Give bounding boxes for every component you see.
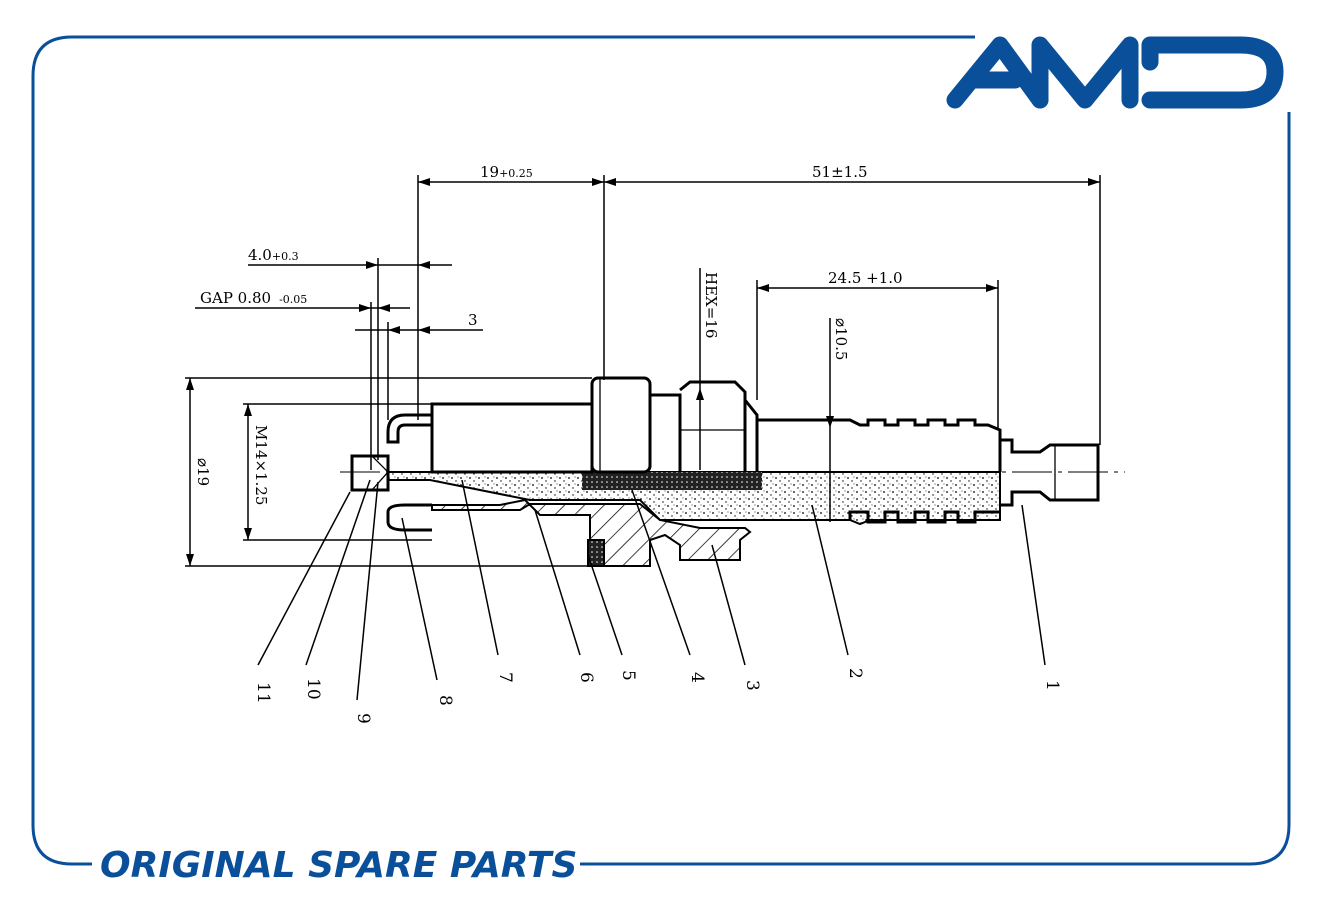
- dim-seat-diameter: ⌀19: [194, 458, 212, 486]
- dimension-arrows: [186, 178, 1100, 566]
- dim-three: 3: [468, 311, 478, 329]
- part-label-7: 7: [495, 672, 515, 683]
- dimension-lines: [185, 175, 1101, 567]
- seal: [582, 472, 762, 490]
- part-label-8: 8: [435, 695, 455, 706]
- part-labels: 1 2 3 4 5 6 7 8 9 10 11: [253, 668, 1062, 724]
- dim-gap: GAP 0.80-0.05: [200, 289, 307, 307]
- part-label-2: 2: [845, 668, 865, 679]
- frame-border: [31, 35, 1291, 866]
- part-label-3: 3: [742, 680, 762, 691]
- amd-logo: [946, 36, 1284, 109]
- part-label-11: 11: [253, 682, 273, 704]
- part-label-5: 5: [618, 670, 638, 681]
- part-label-4: 4: [687, 672, 707, 683]
- part-label-10: 10: [303, 678, 323, 700]
- dim-electrode-projection: 4.0+0.3: [248, 246, 299, 264]
- dim-insulator-length: 24.5 +1.0: [828, 269, 903, 287]
- dim-insulator-diameter: ⌀10.5: [832, 318, 850, 360]
- dim-overall-length: 51±1.5: [812, 163, 868, 181]
- insulator-ribs: [757, 418, 1002, 524]
- leader-lines: [257, 479, 1046, 701]
- part-label-9: 9: [353, 713, 373, 724]
- dim-shell-length: 19+0.25: [480, 163, 533, 181]
- part-label-1: 1: [1042, 680, 1062, 691]
- tagline: ORIGINAL SPARE PARTS: [100, 845, 577, 886]
- shell-upper: [430, 376, 759, 474]
- part-label-6: 6: [576, 672, 596, 683]
- dim-hex: HEX=16: [702, 272, 720, 338]
- gasket: [587, 539, 605, 567]
- shell-section: [431, 498, 752, 567]
- terminal: [1000, 438, 1100, 507]
- dim-thread: M14×1.25: [252, 425, 270, 505]
